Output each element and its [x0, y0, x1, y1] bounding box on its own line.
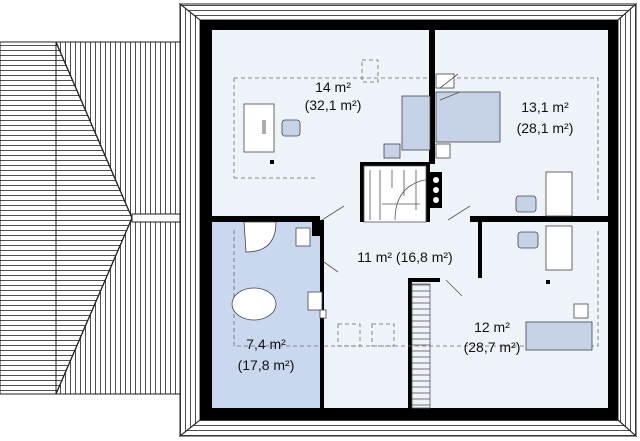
- sink-icon: [295, 227, 311, 247]
- bed-icon-ne: [435, 91, 501, 143]
- bedroom-ne-gross-area: (28,1 m²): [517, 120, 574, 136]
- roof-projection-dashes: [233, 59, 599, 347]
- furniture: [231, 73, 593, 351]
- bedroom-se-area: 12 m²: [474, 319, 510, 335]
- left-roof: [0, 41, 181, 395]
- bathroom-gross-area: (17,8 m²): [238, 357, 295, 373]
- staircase: [363, 165, 439, 223]
- closet: [411, 283, 431, 409]
- door-swing-icon: [321, 205, 345, 221]
- chair-icon-ne: [515, 195, 537, 213]
- chair-icon-se: [517, 231, 539, 249]
- bedroom-nw-gross-area: (32,1 m²): [305, 97, 362, 113]
- door-swings: [321, 73, 471, 297]
- bed-icon-se: [525, 321, 593, 351]
- bedroom-se-gross-area: (28,7 m²): [464, 339, 521, 355]
- monitor-icon: [262, 120, 266, 134]
- bedroom-ne-area: 13,1 m²: [521, 99, 569, 115]
- bathroom-area: 7,4 m²: [246, 336, 286, 352]
- desk-icon: [243, 103, 275, 153]
- desk-icon-se: [545, 225, 573, 271]
- shower-icon: [243, 221, 277, 253]
- bathtub-icon: [231, 287, 277, 321]
- toilet-icon: [307, 291, 323, 311]
- desk-icon-ne: [545, 171, 573, 217]
- chair-icon: [281, 119, 301, 137]
- bed-icon: [401, 95, 431, 151]
- bedroom-nw-area: 14 m²: [315, 79, 351, 95]
- hall-area: 11 m² (16,8 m²): [357, 249, 452, 265]
- room-labels: 14 m² (32,1 m²) 13,1 m² (28,1 m²) 11 m² …: [238, 79, 574, 373]
